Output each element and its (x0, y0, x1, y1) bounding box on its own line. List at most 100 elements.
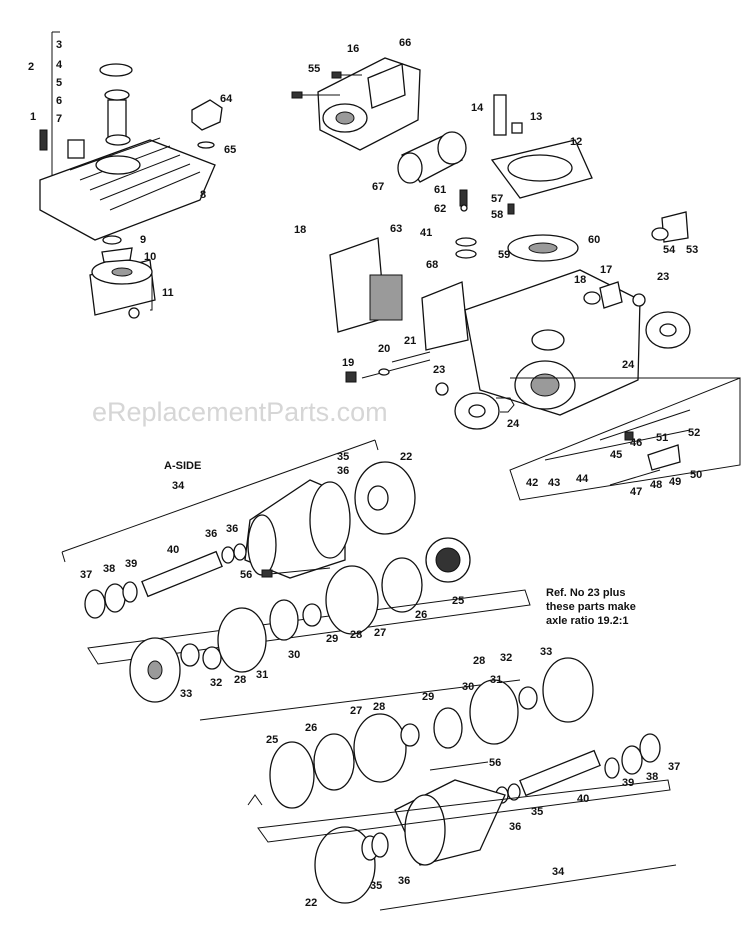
part-number-label: 52 (688, 427, 700, 439)
part-number-label: 40 (577, 793, 589, 805)
part-number-label: 51 (656, 432, 668, 444)
part-number-label: 29 (326, 633, 338, 645)
part-number-label: 4 (56, 59, 63, 71)
part-number-label: 58 (491, 209, 503, 221)
part-number-label: 40 (167, 544, 179, 556)
ref-note-line-3: axle ratio 19.2:1 (546, 615, 629, 627)
watermark: eReplacementParts.com (92, 397, 388, 427)
part-number-label: 26 (415, 609, 427, 621)
top-center-group (291, 57, 593, 215)
part-number-label: 57 (491, 193, 503, 205)
part-number-label: 68 (426, 259, 438, 271)
part-number-label: 60 (588, 234, 600, 246)
part-number-label: 36 (398, 875, 410, 887)
part-number-label: 36 (226, 523, 238, 535)
part-number-label: 22 (305, 897, 317, 909)
part-number-label: 67 (372, 181, 384, 193)
part-number-label: 10 (144, 251, 156, 263)
part-number-label: 59 (498, 249, 510, 261)
part-number-label: 43 (548, 477, 560, 489)
part-number-label: 11 (162, 287, 174, 299)
part-number-label: 28 (373, 701, 385, 713)
part-number-label: 62 (434, 203, 446, 215)
part-number-label: 23 (433, 364, 445, 376)
part-number-label: 61 (434, 184, 446, 196)
part-number-label: 38 (646, 771, 658, 783)
part-number-label: 41 (420, 227, 432, 239)
part-number-label: 47 (630, 486, 642, 498)
part-number-label: 20 (378, 343, 390, 355)
part-number-label: 63 (390, 223, 402, 235)
part-number-label: 38 (103, 563, 115, 575)
top-cover-group (39, 31, 223, 319)
part-number-label: 32 (500, 652, 512, 664)
part-number-label: 2 (28, 61, 34, 73)
part-number-label: 7 (56, 113, 62, 125)
part-number-label: 36 (337, 465, 349, 477)
ref-note-line-2: these parts make (546, 601, 636, 613)
part-number-label: 33 (540, 646, 552, 658)
part-number-label: 29 (422, 691, 434, 703)
part-number-label: 53 (686, 244, 698, 256)
part-number-label: 13 (530, 111, 542, 123)
part-number-label: 18 (294, 224, 306, 236)
gear-set-lower (247, 657, 677, 911)
part-number-label: 28 (350, 629, 362, 641)
part-number-label: 39 (125, 558, 137, 570)
part-number-label: 26 (305, 722, 317, 734)
ref-note-line-1: Ref. No 23 plus (546, 587, 625, 599)
part-number-label: 55 (308, 63, 320, 75)
part-number-label: 27 (350, 705, 362, 717)
part-number-label: 66 (399, 37, 411, 49)
part-number-label: 17 (600, 264, 612, 276)
part-number-label: 28 (234, 674, 246, 686)
part-number-label: 64 (220, 93, 233, 105)
part-number-label: 56 (489, 757, 501, 769)
part-number-label: 36 (205, 528, 217, 540)
part-number-label: 14 (471, 102, 484, 114)
part-number-label: 24 (507, 418, 520, 430)
part-number-label: 42 (526, 477, 538, 489)
part-number-label: 30 (288, 649, 300, 661)
part-number-label: 9 (140, 234, 146, 246)
part-number-label: 45 (610, 449, 622, 461)
a-side-assembly (61, 439, 531, 721)
part-number-label: 49 (669, 476, 681, 488)
part-number-label: 34 (172, 480, 185, 492)
transmission-housing-group (329, 211, 741, 501)
part-number-label: 35 (531, 806, 543, 818)
part-number-label: 25 (266, 734, 278, 746)
part-number-label: 37 (668, 761, 680, 773)
part-number-label: 24 (622, 359, 635, 371)
part-number-label: 16 (347, 43, 359, 55)
part-number-labels: 3 2 4 5 6 1 7 8 9 10 11 64 65 16 66 55 6… (28, 37, 702, 909)
part-number-label: 30 (462, 681, 474, 693)
part-number-label: 33 (180, 688, 192, 700)
part-number-label: 54 (663, 244, 676, 256)
part-number-label: 19 (342, 357, 354, 369)
part-number-label: 36 (509, 821, 521, 833)
part-number-label: 46 (630, 437, 642, 449)
gear-set-upper (129, 565, 379, 703)
part-number-label: 18 (574, 274, 586, 286)
part-number-label: 65 (224, 144, 236, 156)
part-number-label: 31 (256, 669, 268, 681)
part-number-label: 32 (210, 677, 222, 689)
part-number-label: 23 (657, 271, 669, 283)
part-number-label: 35 (337, 451, 349, 463)
part-number-label: 21 (404, 335, 416, 347)
part-number-label: 34 (552, 866, 565, 878)
part-number-label: 22 (400, 451, 412, 463)
part-number-label: 28 (473, 655, 485, 667)
part-number-label: 6 (56, 95, 62, 107)
part-number-label: 5 (56, 77, 62, 89)
part-number-label: 44 (576, 473, 589, 485)
part-number-label: 27 (374, 627, 386, 639)
part-number-label: 8 (200, 189, 206, 201)
part-number-label: 39 (622, 777, 634, 789)
part-number-label: 12 (570, 136, 582, 148)
a-side-title: A-SIDE (164, 460, 201, 472)
part-number-label: 37 (80, 569, 92, 581)
part-number-label: 1 (30, 111, 36, 123)
